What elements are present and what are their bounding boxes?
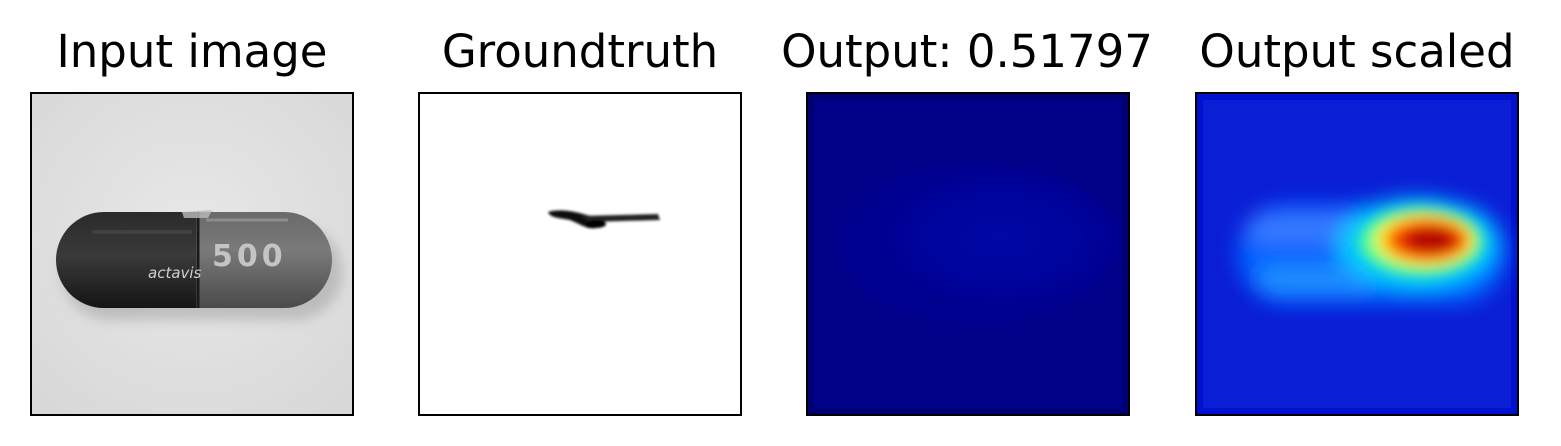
capsule-defect [182,210,212,218]
output-title: Output: 0.51797 [781,25,1153,78]
output-heatmap-image [808,94,1128,414]
output-scaled-heatmap-image [1197,94,1517,414]
input-image-panel: actavis 500 [30,92,354,416]
defect-mask [548,210,660,229]
capsule-body [196,212,332,308]
capsule-brand-text: actavis [148,264,202,282]
input-image-title: Input image [56,25,328,78]
input-capsule-image: actavis 500 [32,94,352,414]
capsule-dose-text: 500 [212,239,287,274]
output-scaled-panel [1195,92,1519,416]
groundtruth-title: Groundtruth [441,25,719,78]
groundtruth-mask-image [420,94,740,414]
groundtruth-panel [418,92,742,416]
output-scaled-title: Output scaled [1199,25,1515,78]
capsule-cap [56,212,200,308]
output-panel [806,92,1130,416]
